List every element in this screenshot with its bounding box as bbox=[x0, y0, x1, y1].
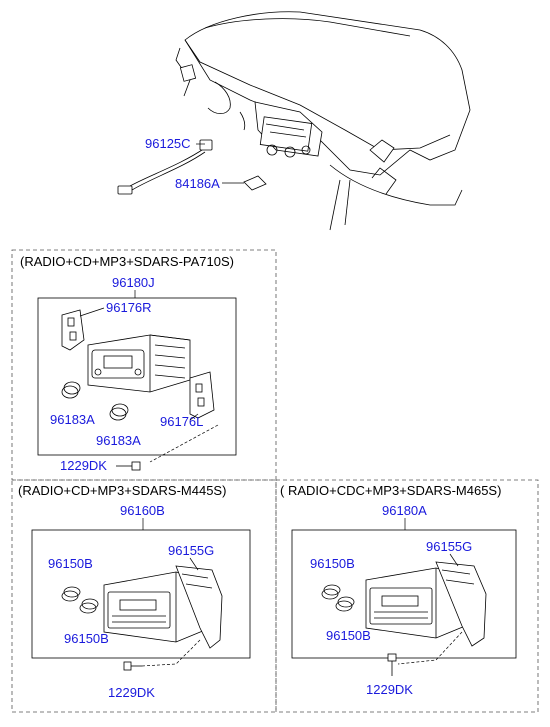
part-label-84186a: 84186A bbox=[175, 176, 220, 191]
panel-c-box bbox=[291, 529, 517, 659]
part-label-96176r: 96176R bbox=[106, 300, 152, 315]
part-label-96176l: 96176L bbox=[160, 414, 203, 429]
part-label-96183a-2: 96183A bbox=[96, 433, 141, 448]
head-unit-b-illustration bbox=[103, 571, 211, 643]
bracket-r-illustration bbox=[61, 309, 85, 351]
screw-b-illustration bbox=[123, 661, 142, 671]
panel-a-title: (RADIO+CD+MP3+SDARS-PA710S) bbox=[20, 254, 234, 269]
dashboard-illustration bbox=[175, 11, 471, 231]
part-label-1229dk-a: 1229DK bbox=[60, 458, 107, 473]
label-plate-illustration bbox=[222, 175, 267, 191]
knob-c2-illustration bbox=[335, 596, 355, 612]
panel-a-assembly-label: 96180J bbox=[112, 275, 155, 290]
bracket-c-illustration bbox=[435, 561, 487, 647]
part-label-1229dk-b: 1229DK bbox=[108, 685, 155, 700]
panel-b-assembly-label: 96160B bbox=[120, 503, 165, 518]
bracket-l-illustration bbox=[189, 371, 215, 419]
knob-a1-illustration bbox=[61, 381, 81, 399]
part-label-96155g-b: 96155G bbox=[168, 543, 214, 558]
head-unit-a-illustration bbox=[87, 334, 191, 393]
part-label-96150b-c1: 96150B bbox=[310, 556, 355, 571]
part-label-96150b-b2: 96150B bbox=[64, 631, 109, 646]
panel-c-title: ( RADIO+CDC+MP3+SDARS-M465S) bbox=[280, 483, 501, 498]
knob-b1-illustration bbox=[61, 586, 81, 602]
panel-c-frame bbox=[275, 479, 539, 713]
part-label-1229dk-c: 1229DK bbox=[366, 682, 413, 697]
knob-b2-illustration bbox=[79, 598, 99, 614]
part-label-96183a-1: 96183A bbox=[50, 412, 95, 427]
panel-a-box bbox=[37, 297, 237, 456]
part-label-96150b-b1: 96150B bbox=[48, 556, 93, 571]
screw-a-illustration bbox=[116, 461, 141, 471]
bracket-b-illustration bbox=[175, 565, 223, 649]
wire-harness-illustration bbox=[117, 139, 213, 195]
screw-c-illustration bbox=[387, 653, 397, 676]
panel-a-frame bbox=[11, 249, 277, 481]
knob-a2-illustration bbox=[109, 403, 129, 421]
part-label-96150b-c2: 96150B bbox=[326, 628, 371, 643]
knob-c1-illustration bbox=[321, 584, 341, 600]
part-label-96155g-c: 96155G bbox=[426, 539, 472, 554]
panel-b-title: (RADIO+CD+MP3+SDARS-M445S) bbox=[18, 483, 226, 498]
panel-c-assembly-label: 96180A bbox=[382, 503, 427, 518]
panel-b-box bbox=[31, 529, 251, 659]
part-label-96125c: 96125C bbox=[145, 136, 191, 151]
